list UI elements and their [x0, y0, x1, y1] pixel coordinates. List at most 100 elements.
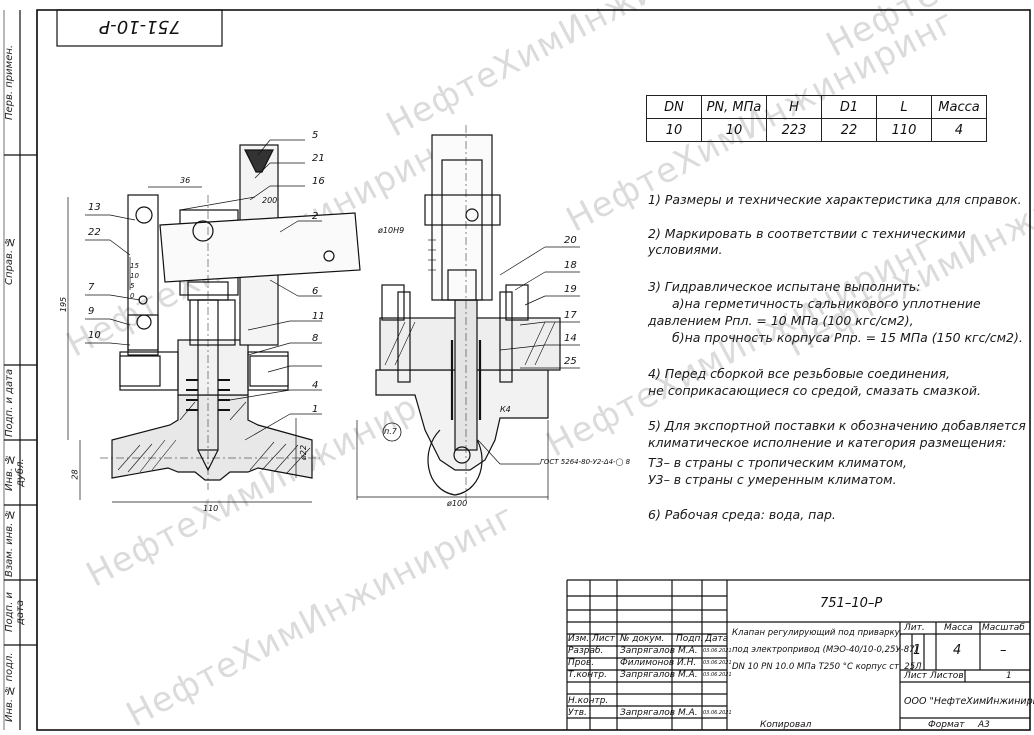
callout-number: 8 — [312, 333, 319, 344]
callout-number: 21 — [312, 153, 325, 164]
drawing-code-mirrored: 751-10-Р — [99, 16, 181, 37]
note-line: 2) Маркировать в соответствии с техничес… — [648, 226, 966, 241]
spec-header: L — [876, 95, 932, 119]
spec-value: 10 — [701, 118, 767, 142]
side-label: Перв. примен. — [4, 44, 15, 121]
dimension-label: ø100 — [447, 499, 468, 508]
tb-company: ООО "НефтеХимИнжиниринг" — [904, 696, 1034, 707]
callout-number: 7 — [88, 282, 95, 293]
tb-header: Лист — [592, 634, 615, 644]
callout-number: 11 — [312, 311, 325, 322]
callout-number: 17 — [564, 310, 577, 321]
tb-format-value: А3 — [978, 720, 990, 730]
tb-header: Подп. — [676, 634, 704, 644]
spec-header: DN — [646, 95, 702, 119]
spec-value: 10 — [646, 118, 702, 142]
callout-number: 4 — [312, 380, 319, 391]
tb-sheet-label: Лист — [904, 671, 927, 681]
tb-header: Дата — [705, 634, 729, 644]
tb-header: Изм. — [568, 634, 590, 644]
dimension-label: 110 — [203, 504, 219, 513]
note-line: У3– в страны с умеренным климатом. — [648, 472, 897, 487]
tb-copied-label: Копировал — [760, 720, 812, 730]
callout-number: 18 — [564, 260, 577, 271]
tb-date: 03.06.2021 — [703, 672, 732, 678]
callout-number: 20 — [564, 235, 577, 246]
tb-role: Н.контр. — [568, 696, 609, 706]
note-line: 6) Рабочая среда: вода, пар. — [648, 507, 836, 522]
tb-name: Запрягалов М.А. — [620, 708, 698, 718]
callout-number: 14 — [564, 333, 577, 344]
dimension-label: 36 — [180, 176, 191, 185]
tb-lit-label: Лит. — [904, 623, 925, 633]
spec-header: Масса — [931, 95, 987, 119]
spec-value: 22 — [821, 118, 877, 142]
note-line: климатическое исполнение и категория раз… — [648, 435, 1007, 450]
tb-sheets-label: Листов — [930, 671, 964, 681]
ruler-tick: 15 — [130, 262, 139, 270]
side-label: Инв. № дубл. — [4, 453, 26, 492]
callout-number: 1 — [312, 404, 319, 415]
title-block-code: 751–10–Р — [820, 596, 883, 611]
note-line: условиями. — [648, 242, 723, 257]
tb-scale-value: – — [1000, 643, 1007, 658]
tb-mass-label: Масса — [944, 623, 973, 633]
dimension-label: ø10Н9 — [378, 226, 405, 235]
note-line: 1) Размеры и технические характеристика … — [648, 192, 1022, 207]
tb-mass-value: 4 — [953, 643, 962, 658]
side-label: Подп. и дата — [4, 368, 15, 437]
side-label: Взам. инв. № — [4, 508, 15, 577]
dimension-label: 200 — [262, 196, 278, 205]
callout-number: 19 — [564, 284, 577, 295]
tb-role: Пров. — [568, 658, 595, 668]
tb-role: Утв. — [568, 708, 587, 718]
spec-value: 223 — [766, 118, 822, 142]
callout-number: 25 — [564, 356, 577, 367]
tb-scale-label: Масштаб — [982, 623, 1025, 633]
dimension-label: 28 — [70, 469, 80, 480]
callout-number: 5 — [312, 130, 319, 141]
section-label: п.7 — [384, 427, 397, 436]
dimension-label: 195 — [59, 296, 69, 313]
spec-value: 4 — [931, 118, 987, 142]
callout-number: 16 — [312, 176, 325, 187]
callout-number: 22 — [88, 227, 101, 238]
note-line: б)на прочность корпуса Рпр. = 15 МПа (15… — [672, 330, 1023, 345]
tb-name: Запрягалов М.А. — [620, 670, 698, 680]
side-label: Подп. и дата — [4, 592, 26, 633]
tb-lit-value: 1 — [913, 643, 922, 658]
note-line: 4) Перед сборкой все резьбовые соединени… — [648, 366, 951, 381]
note-line: Т3– в страны с тропическим климатом, — [648, 455, 908, 470]
spec-header: H — [766, 95, 822, 119]
spec-table: DN PN, МПа H D1 L Масса 10 10 223 22 110… — [646, 95, 987, 142]
callout-number: 9 — [88, 306, 95, 317]
side-label: Инв. № подл. — [4, 652, 15, 723]
tb-sheets-value: 1 — [1006, 671, 1012, 681]
tb-date: 03.06.2021 — [703, 710, 732, 716]
dimension-label: ø22 — [299, 444, 309, 461]
tb-role: Разраб. — [568, 646, 604, 656]
ruler-tick: 10 — [130, 272, 139, 280]
title-block-title-line: DN 10 PN 10.0 МПа Т250 °С корпус ст. 25Л — [732, 662, 922, 672]
tb-name: Филимонов И.Н. — [620, 658, 697, 668]
callout-number: 13 — [88, 202, 101, 213]
note-line: давлением Рпл. = 10 МПа (100 кгс/см2), — [648, 313, 914, 328]
spec-table-header-row: DN PN, МПа H D1 L Масса — [646, 95, 987, 119]
note-line: 3) Гидравлическое испытане выполнить: — [648, 279, 921, 294]
callout-number: 2 — [312, 211, 319, 222]
ruler-tick: 5 — [130, 282, 135, 290]
tb-role: Т.контр. — [568, 670, 608, 680]
ruler-tick: 0 — [130, 292, 135, 300]
spec-header: D1 — [821, 95, 877, 119]
spec-value: 110 — [876, 118, 932, 142]
callout-number: 10 — [88, 330, 101, 341]
callout-number: 6 — [312, 286, 319, 297]
note-line: не соприкасающиеся со средой, смазать см… — [648, 383, 981, 398]
roughness-label: К4 — [500, 405, 511, 414]
weld-label: ГОСТ 5264-80-У2-Δ4-◯ 8 — [540, 458, 631, 466]
title-block-title-line: Клапан регулирующий под приварку, — [732, 628, 903, 638]
tb-name: Запрягалов М.А. — [620, 646, 698, 656]
tb-format-label: Формат — [928, 720, 965, 730]
spec-table-value-row: 10 10 223 22 110 4 — [646, 118, 987, 142]
